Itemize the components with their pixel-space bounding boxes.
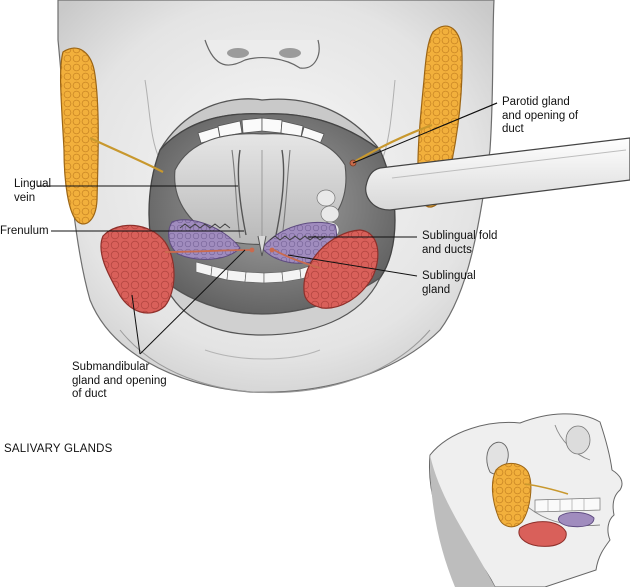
- submandibular-duct-left: [164, 249, 251, 253]
- inset-sublingual-gland: [557, 511, 595, 528]
- parotid-gland-left: [60, 47, 99, 225]
- label-sublingual-fold: Sublingual fold and ducts: [422, 230, 498, 256]
- figure-title: SALIVARY GLANDS: [4, 443, 113, 455]
- cheek-retractor: [365, 137, 630, 211]
- inset-submandibular-gland: [518, 521, 567, 547]
- parotid-duct-right: [353, 123, 433, 163]
- leader-sublingual-gland: [287, 254, 418, 277]
- frenulum: [257, 235, 267, 257]
- submandibular-duct-right: [273, 249, 321, 269]
- submandibular-duct-opening-left: [249, 247, 255, 253]
- inset-teeth: [534, 497, 601, 513]
- parotid-duct-left: [89, 137, 164, 173]
- label-sublingual-gland: Sublingual gland: [422, 270, 476, 296]
- leader-submandibular-b: [139, 249, 246, 355]
- sublingual-fold-left: [179, 223, 231, 229]
- face-main: [57, 0, 630, 394]
- label-frenulum: Frenulum: [0, 225, 49, 237]
- sublingual-gland-left-texture: [168, 219, 240, 260]
- leader-lines: [37, 102, 498, 355]
- label-submandibular: Submandibular gland and opening of duct: [72, 361, 167, 400]
- lower-lip: [161, 276, 382, 336]
- label-parotid: Parotid gland and opening of duct: [502, 96, 579, 135]
- inset-neck-shadow: [430, 455, 495, 587]
- lingual-vein-left: [237, 149, 247, 236]
- submandibular-gland-right: [303, 229, 379, 309]
- right-nostril: [279, 48, 301, 58]
- inset-parotid-duct: [524, 483, 569, 495]
- label-lingual-vein: Lingual vein: [14, 178, 52, 204]
- nose: [204, 39, 320, 69]
- neck-shading: [119, 329, 431, 394]
- submandibular-gland-left: [100, 224, 175, 314]
- inset-lateral-view: [429, 413, 623, 587]
- leader-parotid-b: [352, 102, 498, 164]
- left-nostril: [227, 48, 249, 58]
- inset-eye-socket: [565, 425, 591, 455]
- leader-submandibular-a: [131, 294, 141, 355]
- lingual-vein-right: [275, 149, 285, 236]
- submandibular-duct-opening-right: [269, 247, 275, 253]
